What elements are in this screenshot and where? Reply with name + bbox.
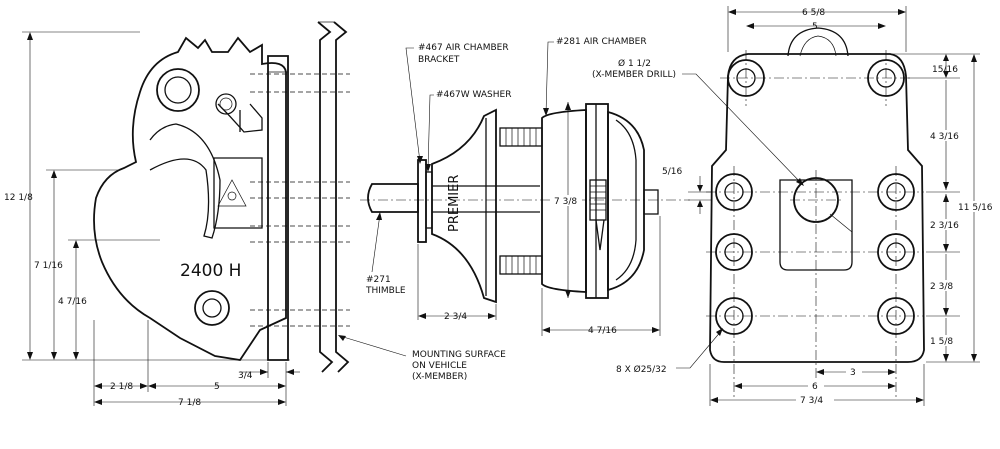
mounting-plate-front-view <box>706 27 925 400</box>
thimble-label-1: #271 <box>366 275 391 285</box>
right-dimensions: 6 5/8 5 15/16 4 3/16 2 3/16 2 3/8 1 <box>592 6 1000 406</box>
middle-dimensions: 2 3/4 4 7/16 7 3/8 <box>417 102 661 336</box>
thimble-label-2: THIMBLE <box>365 286 406 296</box>
drill-label-1: Ø 1 1/2 <box>618 58 651 69</box>
mounting-line-2: ON VEHICLE <box>412 361 467 371</box>
mounting-line-1: MOUNTING SURFACE <box>412 350 506 360</box>
dim-bracket-width: 2 3/4 <box>444 312 467 322</box>
bolt-lines-left <box>250 73 350 327</box>
air-chamber-label: #281 AIR CHAMBER <box>556 37 647 47</box>
dim-overall-height: 12 1/8 <box>4 193 33 203</box>
dim-offset-left: 2 1/8 <box>110 382 133 392</box>
dim-center-offset: 5/16 <box>662 167 682 177</box>
mounting-line-3: (X-MEMBER) <box>412 372 467 382</box>
dim-pin-height: 4 7/16 <box>58 297 87 307</box>
mounting-callout: MOUNTING SURFACE ON VEHICLE (X-MEMBER) <box>338 335 506 382</box>
dim-top-margin: 15/16 <box>932 65 958 75</box>
dim-plunger-height: 7 3/8 <box>554 197 577 207</box>
dim-bottom-bolt-span: 6 <box>812 382 818 392</box>
dim-half-span: 3 <box>850 368 856 378</box>
dim-top-bolt-span: 5 <box>812 22 818 32</box>
hitch-side-view: 2400 H <box>93 36 289 361</box>
washer-label: #467W WASHER <box>436 90 511 100</box>
brand-label: PREMIER <box>447 175 462 232</box>
model-label: 2400 H <box>180 261 241 281</box>
mounting-plate <box>317 21 350 373</box>
dim-flange: 3/4 <box>238 371 253 381</box>
dim-bottom-margin: 1 5/8 <box>930 337 953 347</box>
air-chamber-view: PREMIER <box>360 103 690 304</box>
dim-width-5: 5 <box>214 382 220 392</box>
dim-plate-width: 7 3/4 <box>800 396 823 406</box>
dim-body-height: 7 1/16 <box>34 261 63 271</box>
dim-mid-span: 2 3/16 <box>930 221 959 231</box>
bracket-label-2: BRACKET <box>418 55 460 65</box>
dim-chamber-width: 4 7/16 <box>588 326 617 336</box>
dim-upper-span: 4 3/16 <box>930 132 959 142</box>
dim-top-width: 6 5/8 <box>802 8 825 18</box>
air-chamber-labels: #467 AIR CHAMBER BRACKET #467W WASHER #2… <box>365 37 647 296</box>
holes-label: 8 X Ø25/32 <box>616 364 667 375</box>
left-dimensions: 12 1/8 7 1/16 4 7/16 2 1/8 5 7 1/8 3/4 <box>4 31 300 408</box>
mounting-studs <box>499 127 543 275</box>
dim-full-height: 11 5/16 <box>958 203 993 213</box>
dim-lower-span: 2 3/8 <box>930 282 953 292</box>
bracket-label-1: #467 AIR CHAMBER <box>418 43 509 53</box>
dim-width-total: 7 1/8 <box>178 398 201 408</box>
drill-label-2: (X-MEMBER DRILL) <box>592 70 676 80</box>
